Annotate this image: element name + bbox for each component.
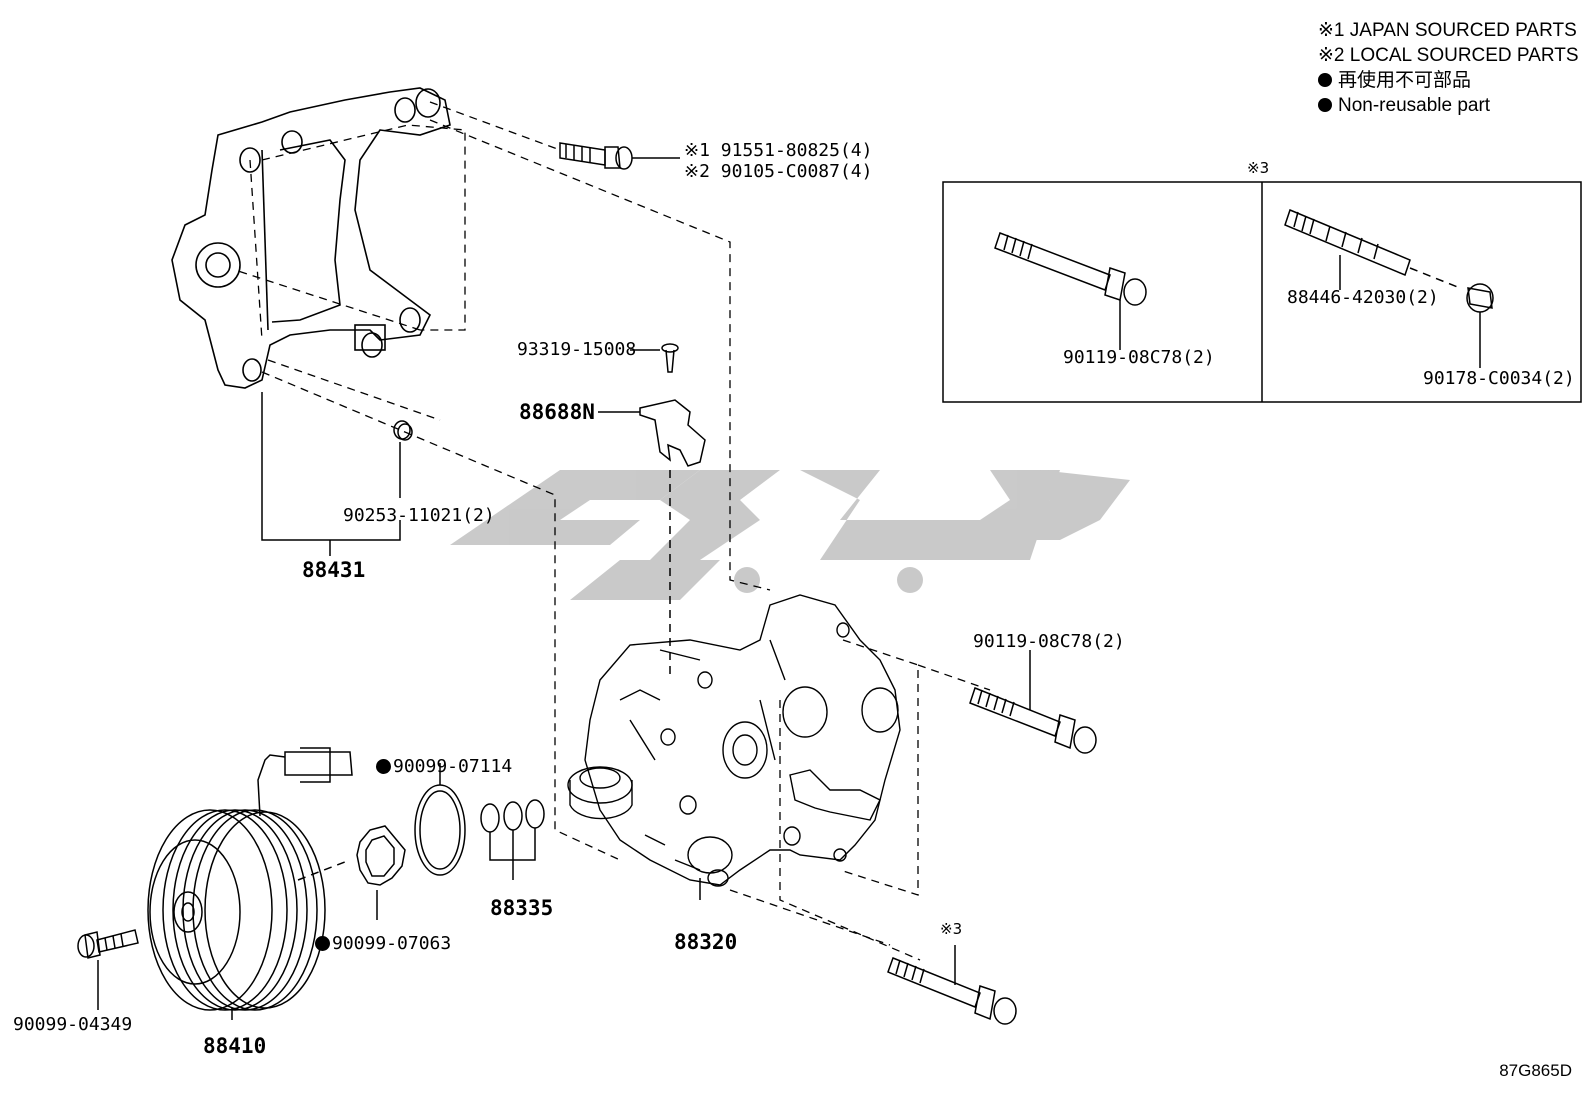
label-shim-retainer-text: 90099-07063 [332,933,452,954]
label-clutch[interactable]: 88410 [203,1034,267,1058]
legend-non-reusable-jp-text: 再使用不可部品 [1338,70,1472,91]
pin [393,420,413,498]
watermark-logo [450,470,1130,600]
label-clutch-bolt[interactable]: 90099-04349 [13,1014,133,1035]
legend: ※1 JAPAN SOURCED PARTS ※2 LOCAL SOURCED … [1318,18,1579,118]
screw-and-clip [598,343,706,680]
label-box-mark: ※3 [1247,159,1270,177]
label-shims[interactable]: 88335 [490,896,554,920]
label-snap-ring-text: 90099-07114 [393,756,513,777]
bullet-icon [1318,98,1332,112]
non-reusable-icon [376,759,391,774]
label-bracket-clip[interactable]: 88688N [519,400,595,424]
legend-non-reusable-en: Non-reusable part [1318,93,1579,118]
label-screw[interactable]: 93319-15008 [517,339,637,360]
shim-retainer-and-snap-ring [356,763,545,920]
diagram-code: 87G865D [1499,1061,1572,1080]
label-pin[interactable]: 90253-11021(2) [343,505,495,526]
bracket-bolt [559,142,680,170]
non-reusable-icon [315,936,330,951]
legend-local: ※2 LOCAL SOURCED PARTS [1318,45,1579,66]
bracket-callout [261,392,401,556]
label-bracket[interactable]: 88431 [302,558,366,582]
compressor-dashed-lines [729,639,991,961]
bullet-icon [1318,73,1332,87]
legend-non-reusable-jp: 再使用不可部品 [1318,68,1579,93]
clutch-bolt [77,929,139,1010]
label-lower-bolt-mark: ※3 [940,920,963,938]
label-bolt-jp[interactable]: ※1 91551-80825(4) [684,140,873,161]
lower-compressor-bolt [887,945,1017,1025]
label-shim-retainer[interactable]: 90099-07063 [315,934,451,954]
legend-japan: ※1 JAPAN SOURCED PARTS [1318,20,1577,41]
compressor-body [567,594,901,887]
label-compressor[interactable]: 88320 [674,930,738,954]
label-box-stud[interactable]: 88446-42030(2) [1287,287,1439,308]
label-compressor-bolt[interactable]: 90119-08C78(2) [973,631,1125,652]
legend-non-reusable-en-text: Non-reusable part [1338,95,1491,116]
clutch-pulley [147,747,353,1020]
label-box-nut[interactable]: 90178-C0034(2) [1423,368,1575,389]
label-bolt-local[interactable]: ※2 90105-C0087(4) [684,161,873,182]
label-snap-ring[interactable]: 90099-07114 [376,757,512,777]
label-box-bolt[interactable]: 90119-08C78(2) [1063,347,1215,368]
bracket-dashed-lines [234,101,771,861]
compressor-bolt [969,650,1097,754]
optional-parts-box [942,181,1582,403]
compressor-bracket [171,87,451,389]
